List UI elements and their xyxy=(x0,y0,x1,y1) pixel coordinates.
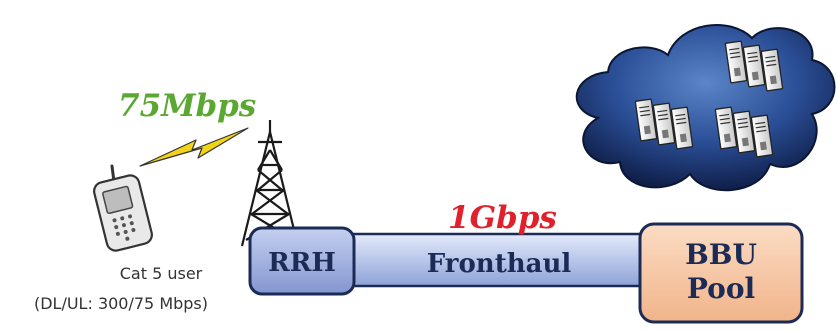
bbu-pool-box xyxy=(638,222,804,324)
rrh-label: RRH xyxy=(268,248,336,278)
mobile-phone-icon xyxy=(93,164,153,252)
bbu-pool-label: BBU Pool xyxy=(640,238,802,306)
wireless-rate-label: 75Mbps xyxy=(118,88,257,124)
bbu-label-line1: BBU xyxy=(685,238,757,271)
fronthaul-label: Fronthaul xyxy=(426,249,572,279)
user-name-label: Cat 5 user xyxy=(119,264,203,283)
fronthaul-rate-label: 1Gbps xyxy=(448,200,557,236)
cloud-icon xyxy=(575,24,836,192)
lightning-bolt-icon xyxy=(139,127,249,167)
user-spec-label: (DL/UL: 300/75 Mbps) xyxy=(33,294,209,313)
bbu-label-line2: Pool xyxy=(686,272,756,305)
fronthaul-link xyxy=(350,232,646,288)
rrh-box xyxy=(248,226,356,296)
